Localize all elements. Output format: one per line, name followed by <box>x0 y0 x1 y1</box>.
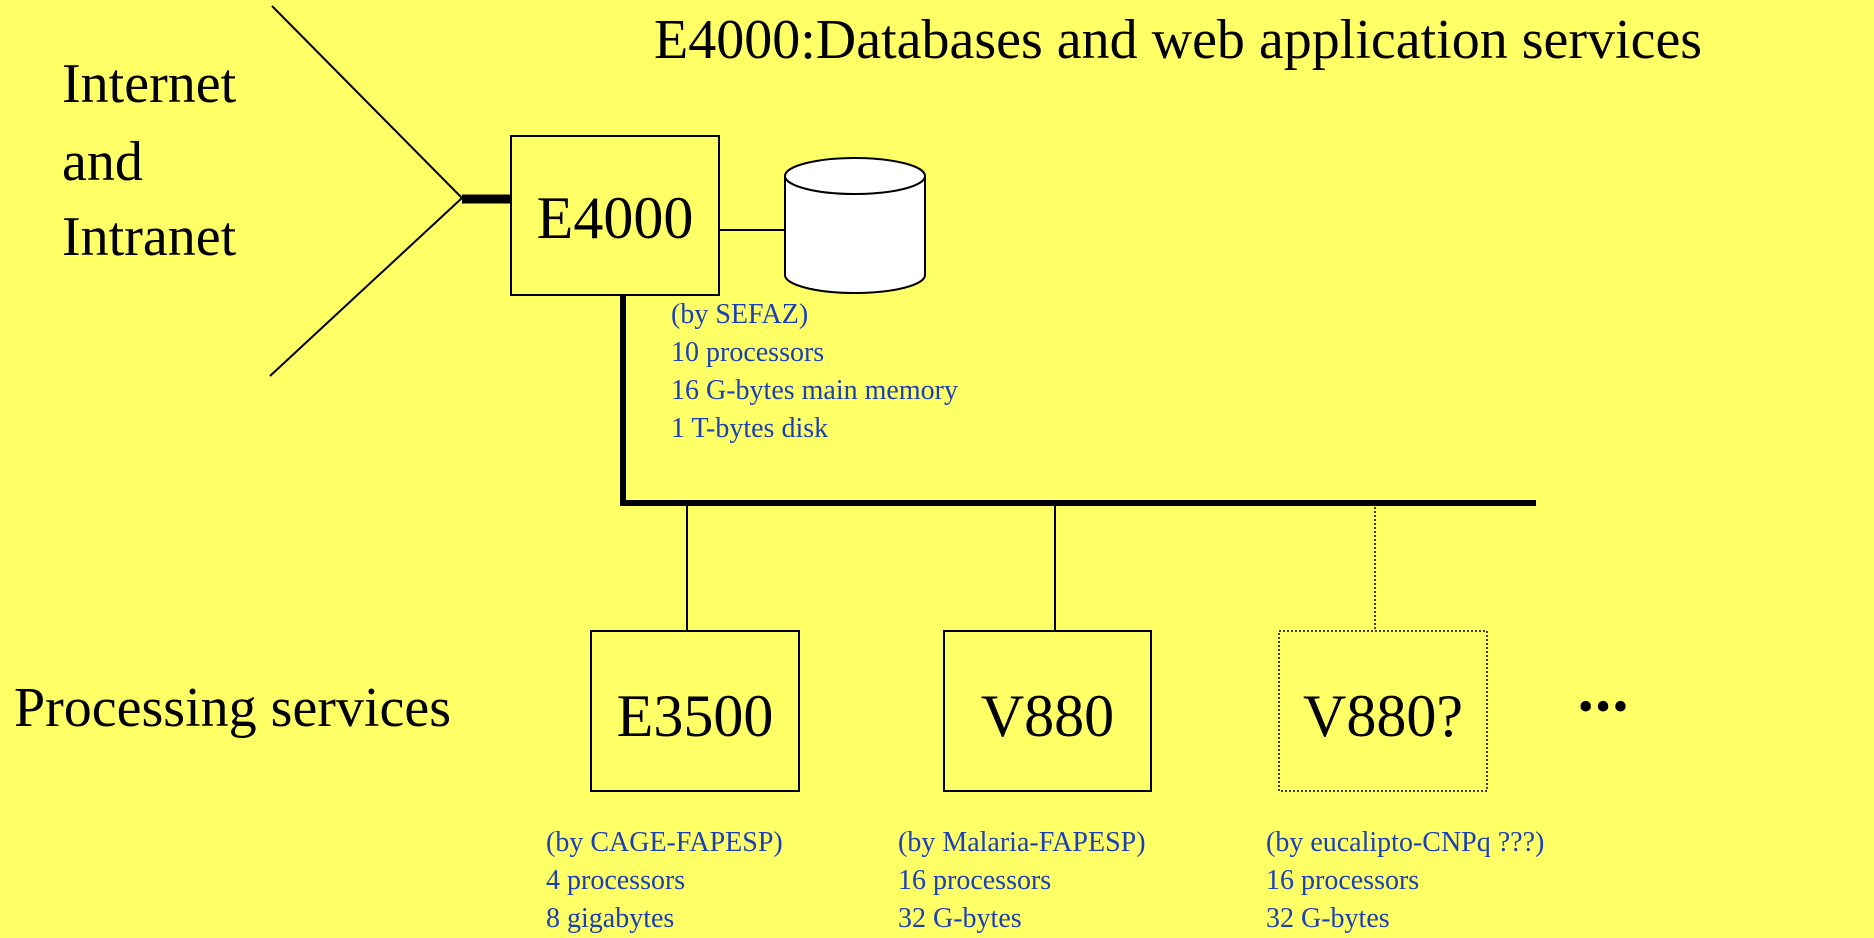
spec-line: 8 gigabytes <box>546 903 675 934</box>
spec-line: (by eucalipto-CNPq ???) <box>1266 827 1545 858</box>
internet-line-lower <box>269 197 463 377</box>
spec-line: 32 G-bytes <box>1266 903 1390 934</box>
e4000-label: E4000 <box>536 185 694 251</box>
spec-line: 4 processors <box>546 865 686 896</box>
spec-line: 1 T-bytes disk <box>671 413 829 444</box>
internet-line-upper <box>271 5 463 199</box>
spec-line: 16 processors <box>1266 865 1420 896</box>
spec-line: (by CAGE-FAPESP) <box>546 827 783 858</box>
spec-line: 16 processors <box>898 865 1052 896</box>
e4000-specs: (by SEFAZ) 10 processors 16 G-bytes main… <box>671 296 958 448</box>
processing-label: Processing services <box>14 677 452 739</box>
page-title: E4000:Databases and web application serv… <box>654 9 1703 71</box>
spec-line: 10 processors <box>671 337 825 368</box>
v880-box <box>943 630 1152 792</box>
spec-line: (by Malaria-FAPESP) <box>898 827 1146 858</box>
more-ellipsis: ••• <box>1578 682 1631 731</box>
e3500-box <box>590 630 800 792</box>
v880-label: V880 <box>980 683 1115 749</box>
spec-line: 32 G-bytes <box>898 903 1022 934</box>
v880q-label: V880? <box>1303 683 1463 749</box>
network-label-line-2: and <box>62 131 143 193</box>
v880-specs: (by Malaria-FAPESP) 16 processors 32 G-b… <box>898 824 1146 938</box>
e4000-box <box>510 135 720 296</box>
network-label-line-1: Internet <box>62 53 237 115</box>
e3500-label: E3500 <box>616 683 774 749</box>
v880q-box <box>1278 630 1488 792</box>
spec-line: (by SEFAZ) <box>671 299 809 330</box>
database-cylinder-icon <box>784 157 926 294</box>
network-label-line-3: Intranet <box>62 206 237 268</box>
v880q-specs: (by eucalipto-CNPq ???) 16 processors 32… <box>1266 824 1544 938</box>
e3500-specs: (by CAGE-FAPESP) 4 processors 8 gigabyte… <box>546 824 783 938</box>
spec-line: 16 G-bytes main memory <box>671 375 958 406</box>
